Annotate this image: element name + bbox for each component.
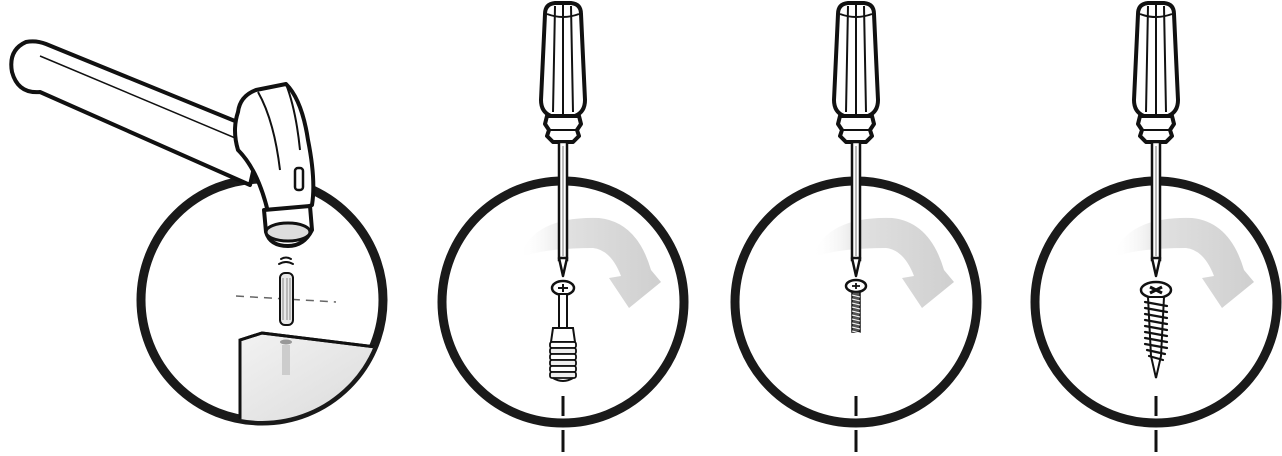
screwdriver-icon: [832, 1, 880, 278]
screwdriver-icon: [539, 1, 587, 278]
wooden-dowel-icon: [235, 256, 337, 326]
hammer-icon: [9, 39, 316, 248]
clockwise-arrow-icon: [812, 217, 954, 308]
panel-screwdriver-machine-screw: [730, 1, 982, 452]
panel-screwdriver-cam-bolt: [437, 1, 689, 452]
clockwise-arrow-icon: [1112, 217, 1254, 308]
clockwise-arrow-icon: [519, 217, 661, 308]
cam-bolt-with-barrel-nut-icon: [549, 279, 577, 382]
screwdriver-icon: [1132, 1, 1180, 278]
panel-screwdriver-wood-screw: [1030, 1, 1282, 452]
wood-screw-icon: [1139, 280, 1173, 379]
machine-screw-icon: [844, 278, 868, 334]
panel-hammer-dowel: [9, 39, 388, 426]
